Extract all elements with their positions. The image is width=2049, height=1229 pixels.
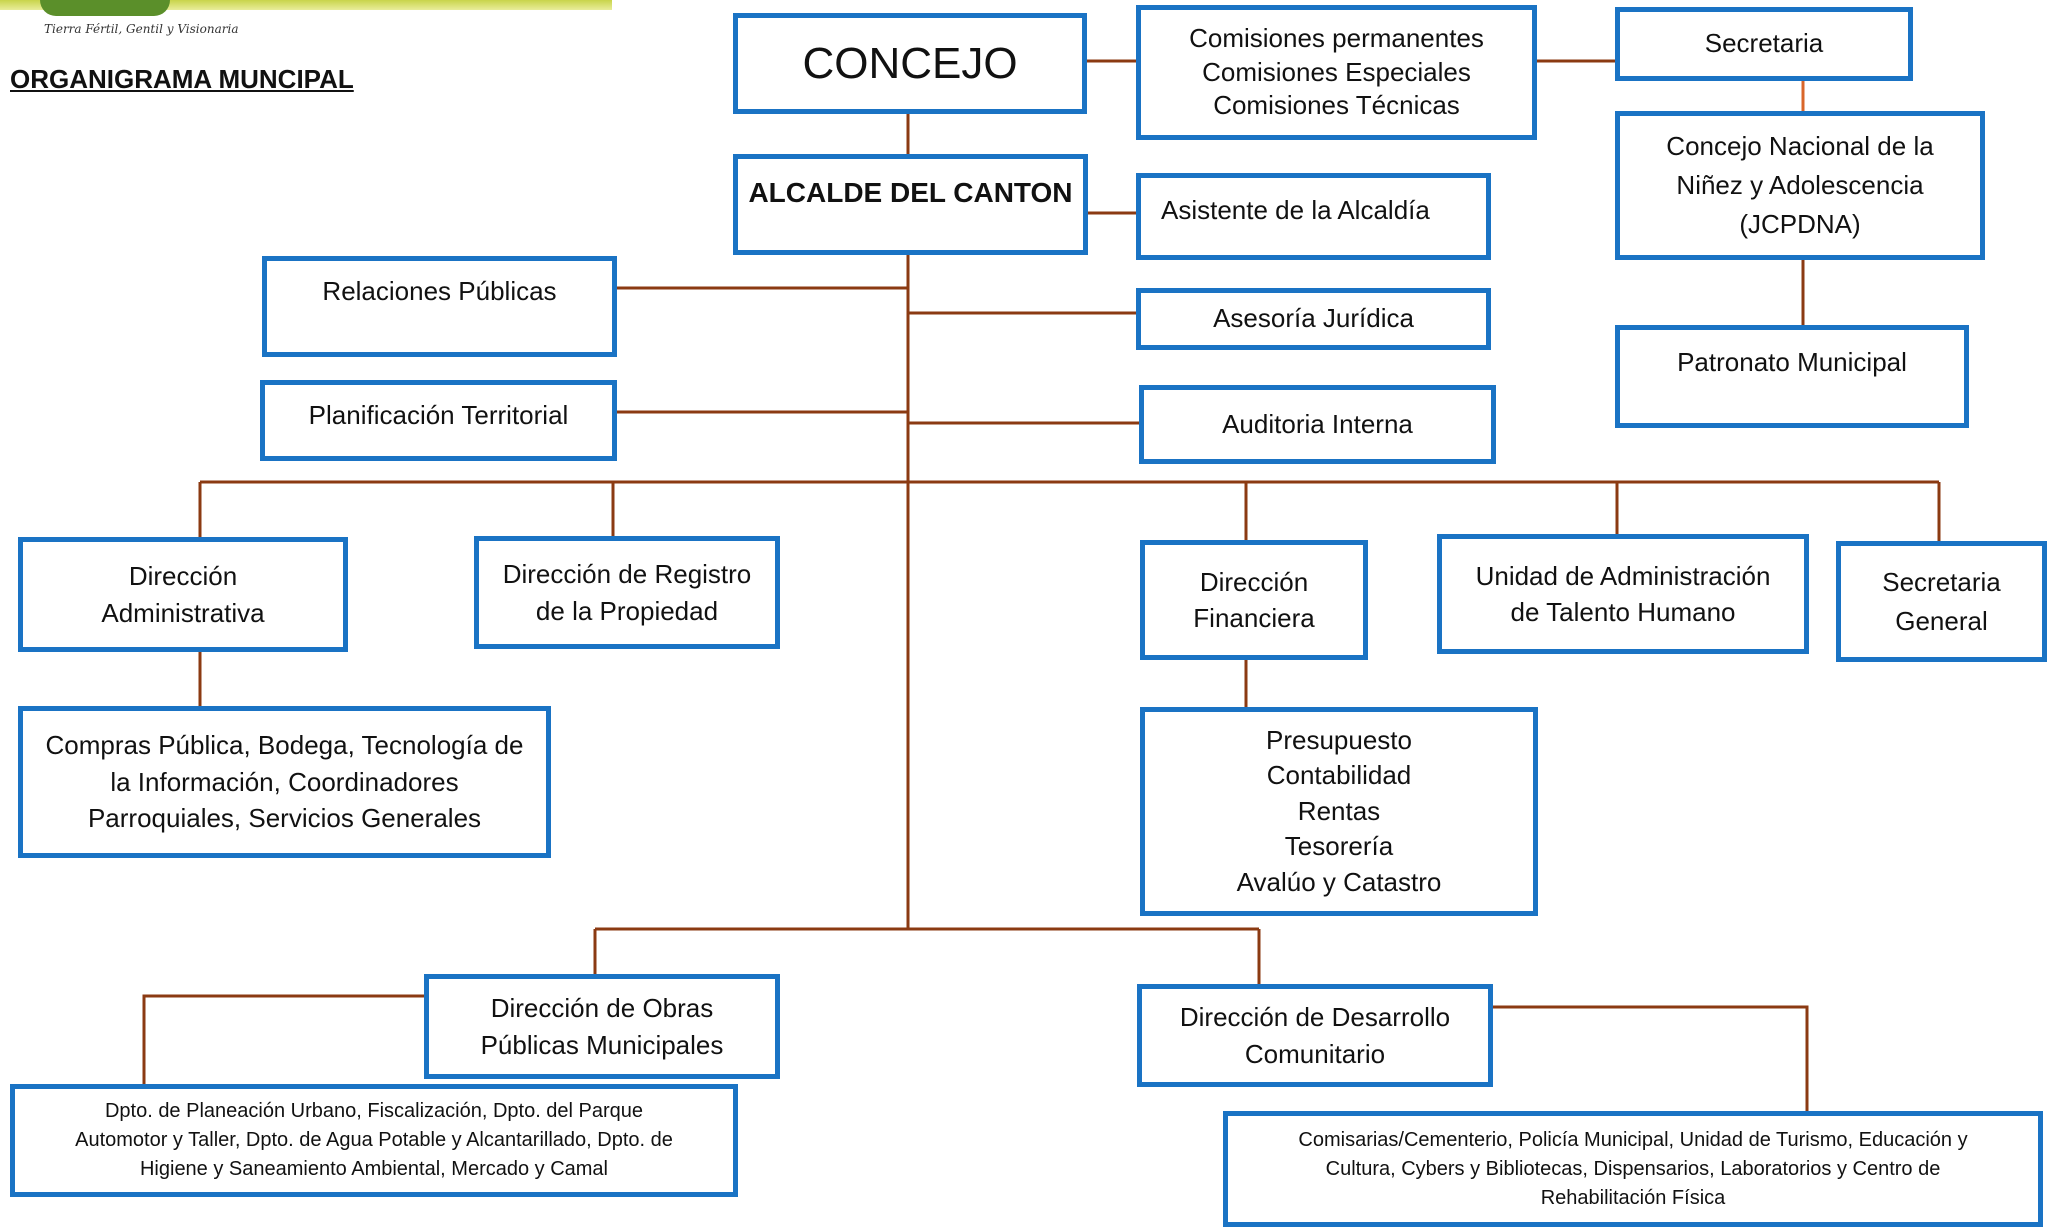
box-auditoria: Auditoria Interna — [1139, 385, 1496, 464]
box-desarrollo-comunitario: Dirección de Desarrollo Comunitario — [1137, 984, 1493, 1087]
box-relaciones: Relaciones Públicas — [262, 256, 617, 357]
box-line: de Talento Humano — [1510, 597, 1736, 627]
box-line: Higiene y Saneamiento Ambiental, Mercado… — [139, 1158, 609, 1180]
box-line: Comisiones permanentes — [1189, 22, 1484, 53]
box-line: Contabilidad — [1266, 760, 1412, 791]
box-line: Secretaria — [1882, 566, 2001, 597]
box-line: Concejo Nacional de la — [1666, 131, 1934, 161]
box-label: Patronato Municipal — [1677, 347, 1907, 377]
box-line: Dirección — [1199, 566, 1309, 597]
box-dir-registro: Dirección de Registro de la Propiedad — [474, 536, 780, 649]
box-label: Asesoría Jurídica — [1213, 303, 1414, 334]
box-line: Dirección de Registro — [502, 559, 752, 590]
box-compras: Compras Pública, Bodega, Tecnología de l… — [18, 706, 551, 858]
box-jcpdna: Concejo Nacional de la Niñez y Adolescen… — [1615, 111, 1985, 260]
box-line: Administrativa — [101, 597, 265, 628]
box-concejo: CONCEJO — [733, 13, 1087, 114]
box-dir-financiera: Dirección Financiera — [1140, 540, 1368, 660]
box-line: Automotor y Taller, Dpto. de Agua Potabl… — [75, 1129, 673, 1151]
box-label: Secretaria — [1704, 28, 1824, 59]
box-line: Comisiones Especiales — [1202, 56, 1471, 87]
box-asesoria: Asesoría Jurídica — [1136, 288, 1491, 350]
box-line: Parroquiales, Servicios Generales — [87, 803, 482, 834]
box-line: la Información, Coordinadores — [110, 766, 459, 797]
box-line: de la Propiedad — [535, 595, 719, 626]
box-line: Dirección de Desarrollo — [1179, 1002, 1451, 1033]
box-line: Rehabilitación Física — [1540, 1186, 1726, 1209]
box-patronato: Patronato Municipal — [1615, 325, 1969, 428]
box-label: ALCALDE DEL CANTON — [748, 177, 1073, 208]
box-obras-publicas: Dirección de Obras Públicas Municipales — [424, 974, 780, 1079]
box-asistente: Asistente de la Alcaldía — [1136, 173, 1491, 260]
connector-desarrollo-units — [1491, 1005, 1809, 1112]
box-planificacion: Planificación Territorial — [260, 380, 617, 461]
box-line: Financiera — [1193, 603, 1315, 633]
box-line: Comisiones Técnicas — [1213, 90, 1460, 121]
box-line: Tesorería — [1284, 831, 1394, 862]
box-obras-units: Dpto. de Planeación Urbano, Fiscalizació… — [10, 1084, 738, 1197]
box-line: Presupuesto — [1266, 725, 1412, 756]
connector-obras-units — [142, 994, 424, 1085]
box-line: Rentas — [1297, 795, 1381, 826]
page-title: ORGANIGRAMA MUNCIPAL — [10, 64, 354, 94]
box-line: Avalúo y Catastro — [1236, 866, 1442, 897]
box-dir-administrativa: Dirección Administrativa — [18, 537, 348, 652]
box-talento-humano: Unidad de Administración de Talento Huma… — [1437, 534, 1809, 654]
box-line: Comisarias/Cementerio, Policía Municipal… — [1298, 1128, 1968, 1151]
box-line: (JCPDNA) — [1739, 209, 1861, 239]
box-label: Planificación Territorial — [308, 400, 569, 430]
box-line: Compras Pública, Bodega, Tecnología de — [45, 730, 524, 761]
municipal-logo-icon — [40, 0, 170, 16]
box-line: Dirección de Obras — [490, 993, 714, 1024]
box-label: Relaciones Públicas — [322, 276, 557, 306]
box-line: General — [1895, 605, 1988, 636]
box-label: CONCEJO — [802, 38, 1018, 88]
logo-band — [0, 0, 612, 10]
logo-motto: Tierra Fértil, Gentil y Visionaria — [44, 22, 239, 36]
box-secretaria: Secretaria — [1615, 7, 1913, 81]
box-line: Públicas Municipales — [480, 1029, 724, 1060]
box-line: Dirección — [128, 561, 238, 592]
box-desarrollo-units: Comisarias/Cementerio, Policía Municipal… — [1223, 1111, 2043, 1227]
box-line: Niñez y Adolescencia — [1676, 170, 1924, 200]
box-line: Unidad de Administración — [1475, 560, 1771, 591]
box-line: Comunitario — [1244, 1038, 1386, 1069]
box-comisiones: Comisiones permanentes Comisiones Especi… — [1136, 5, 1537, 140]
box-financiera-units: Presupuesto Contabilidad Rentas Tesorerí… — [1140, 707, 1538, 916]
box-label: Auditoria Interna — [1222, 408, 1413, 439]
box-line: Cultura, Cybers y Bibliotecas, Dispensar… — [1325, 1157, 1941, 1180]
box-label: Asistente de la Alcaldía — [1161, 195, 1430, 225]
box-secretaria-general: Secretaria General — [1836, 541, 2047, 662]
box-alcalde: ALCALDE DEL CANTON — [733, 154, 1088, 255]
box-line: Dpto. de Planeación Urbano, Fiscalizació… — [104, 1100, 644, 1122]
